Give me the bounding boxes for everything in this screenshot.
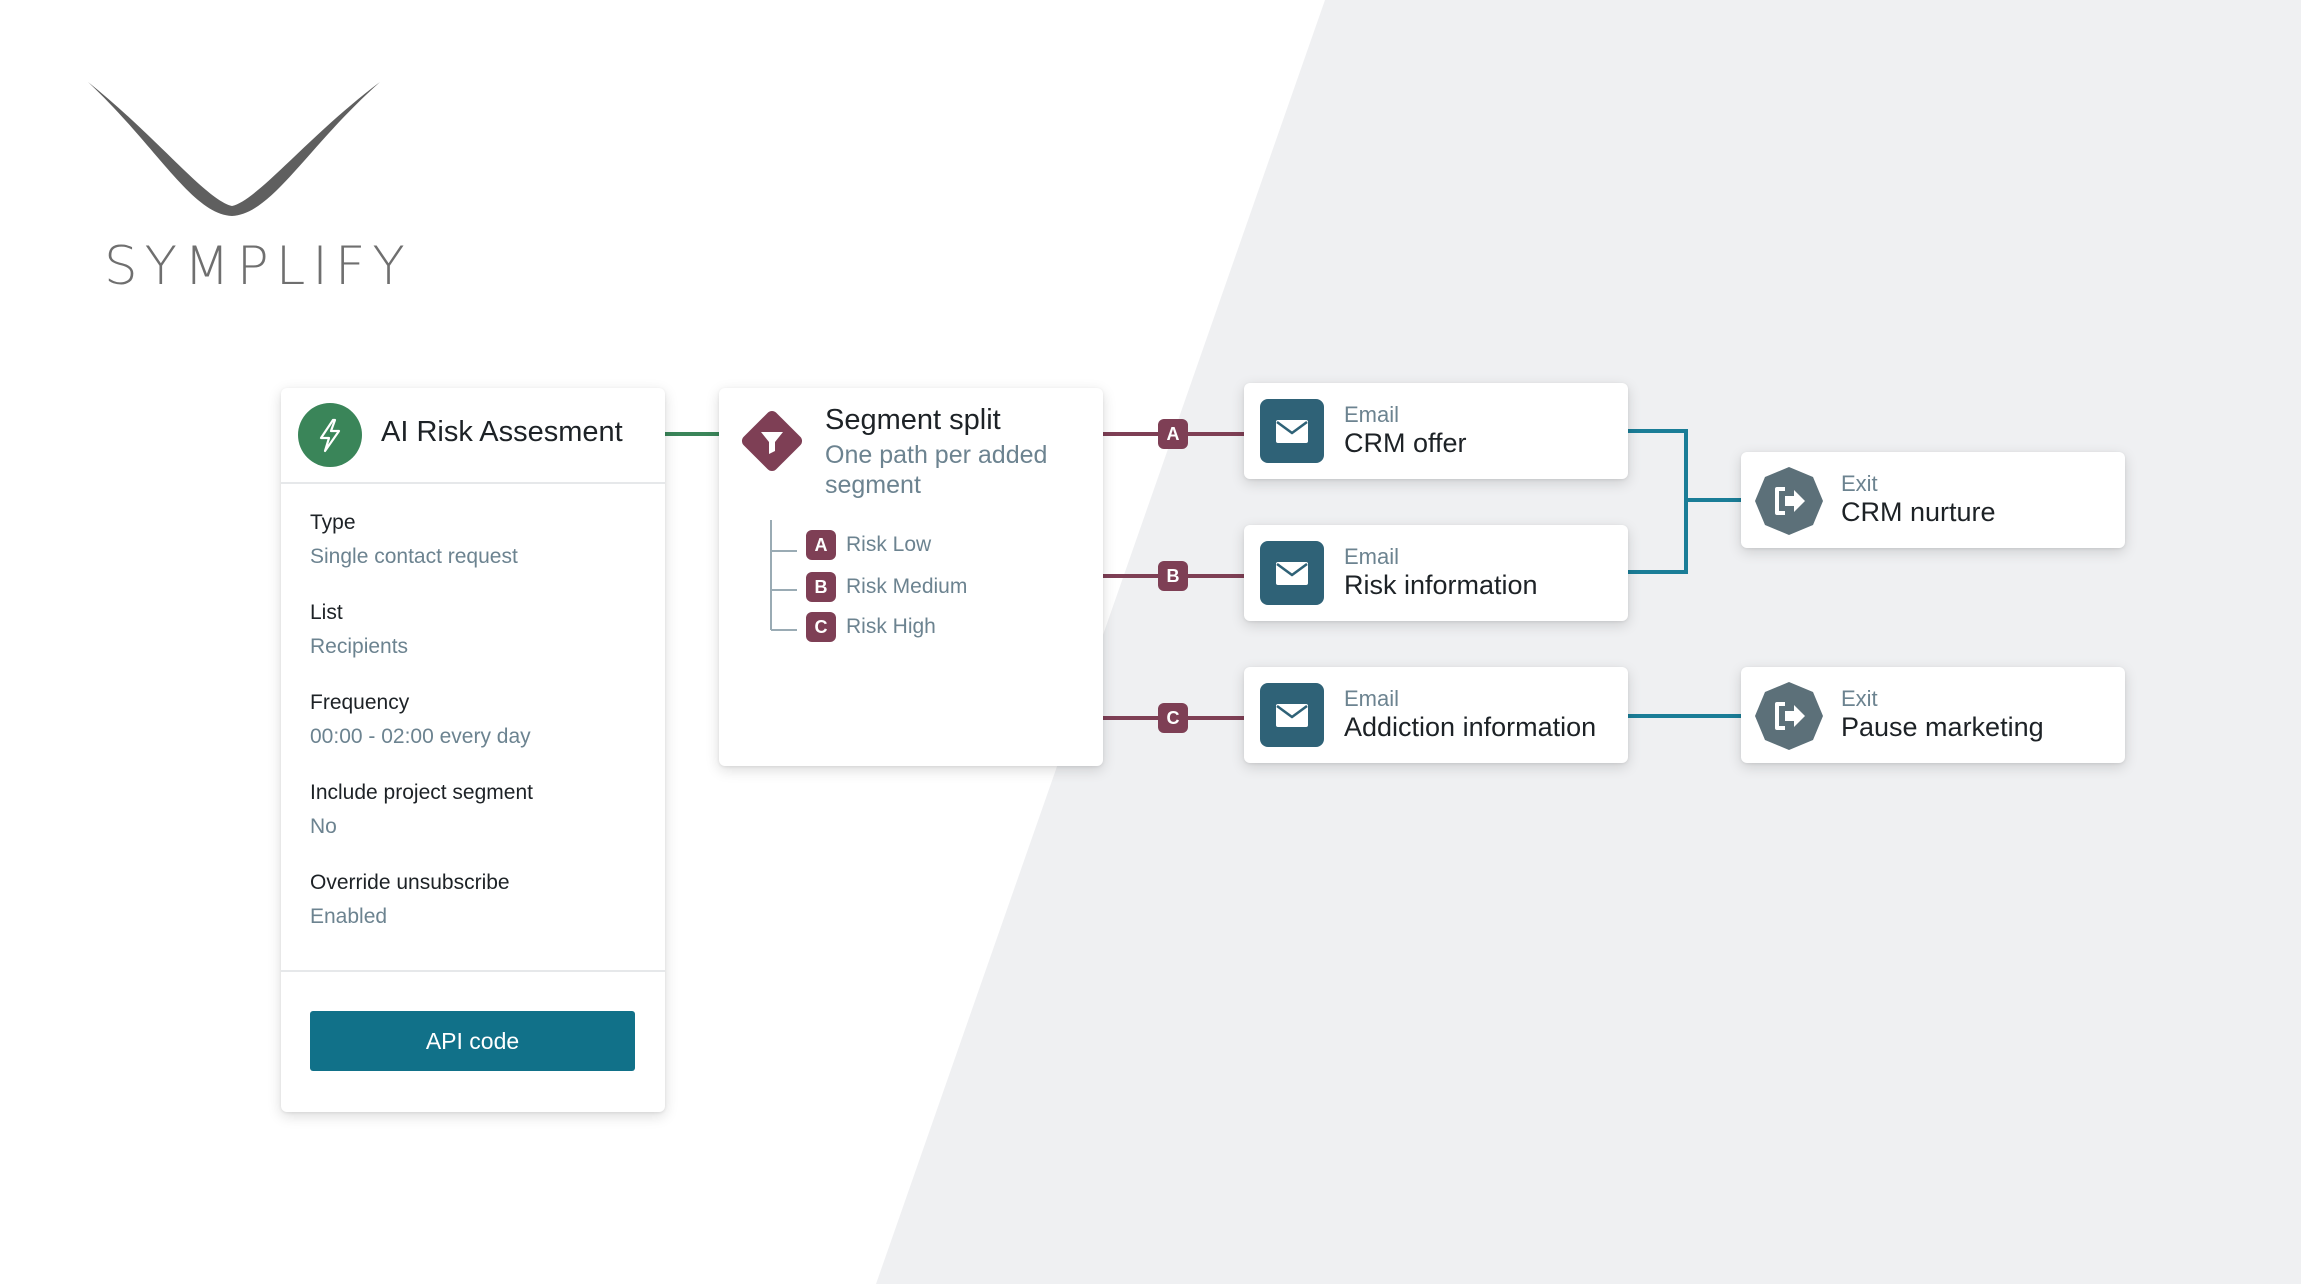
wire-crm-offer-merge [1628, 429, 1688, 574]
branch-item[interactable]: A Risk Low [806, 530, 931, 560]
lightning-icon [298, 403, 362, 467]
node-type-label: Email [1344, 402, 1400, 427]
node-name: CRM nurture [1841, 497, 1996, 527]
override-unsubscribe-value: Enabled [310, 905, 388, 928]
api-code-button[interactable]: API code [310, 1011, 635, 1071]
type-value: Single contact request [310, 545, 518, 568]
list-value: Recipients [310, 635, 409, 658]
include-project-segment-value: No [310, 815, 337, 838]
segment-split-subtitle: One path per added segment [825, 441, 1048, 499]
node-type-label: Exit [1841, 471, 1878, 496]
type-label: Type [310, 511, 356, 534]
email-node-risk-information[interactable]: Email Risk information [1244, 525, 1628, 621]
envelope-icon [1260, 541, 1324, 605]
node-name: Pause marketing [1841, 712, 2044, 742]
branch-badge-b: B [806, 572, 836, 602]
email-node-addiction-information[interactable]: Email Addiction information [1244, 667, 1628, 763]
include-project-segment-label: Include project segment [310, 781, 533, 804]
frequency-value: 00:00 - 02:00 every day [310, 725, 531, 748]
path-badge-c: C [1158, 703, 1188, 733]
start-node-card[interactable]: AI Risk Assesment Type Single contact re… [281, 388, 665, 1112]
envelope-icon [1260, 683, 1324, 747]
node-name: CRM offer [1344, 428, 1467, 458]
branch-badge-a: A [806, 530, 836, 560]
envelope-icon [1260, 399, 1324, 463]
node-type-label: Exit [1841, 686, 1878, 711]
start-node-header: AI Risk Assesment [281, 388, 665, 484]
symplify-logo-text: SYMPLIFY [104, 236, 412, 297]
node-type-label: Email [1344, 686, 1400, 711]
frequency-label: Frequency [310, 691, 410, 714]
exit-icon [1755, 682, 1823, 750]
node-name: Addiction information [1344, 712, 1597, 742]
exit-icon [1755, 467, 1823, 535]
funnel-icon [741, 410, 803, 472]
branch-item[interactable]: C Risk High [806, 612, 936, 642]
override-unsubscribe-label: Override unsubscribe [310, 871, 510, 894]
branch-label: Risk Low [846, 533, 932, 556]
start-node-title: AI Risk Assesment [381, 416, 623, 448]
divider [281, 970, 665, 972]
list-label: List [310, 601, 343, 624]
segment-split-card[interactable]: Segment split One path per added segment… [719, 388, 1103, 766]
branch-label: Risk High [846, 615, 936, 638]
node-name: Risk information [1344, 570, 1538, 600]
node-type-label: Email [1344, 544, 1400, 569]
path-badge-a: A [1158, 419, 1188, 449]
branch-badge-c: C [806, 612, 836, 642]
branch-label: Risk Medium [846, 575, 968, 598]
branch-tree-lines [770, 520, 797, 631]
exit-node-pause-marketing[interactable]: Exit Pause marketing [1741, 667, 2125, 763]
path-badge-b: B [1158, 561, 1188, 591]
branch-item[interactable]: B Risk Medium [806, 572, 967, 602]
exit-node-crm-nurture[interactable]: Exit CRM nurture [1741, 452, 2125, 548]
email-node-crm-offer[interactable]: Email CRM offer [1244, 383, 1628, 479]
segment-split-title: Segment split [825, 404, 1001, 436]
